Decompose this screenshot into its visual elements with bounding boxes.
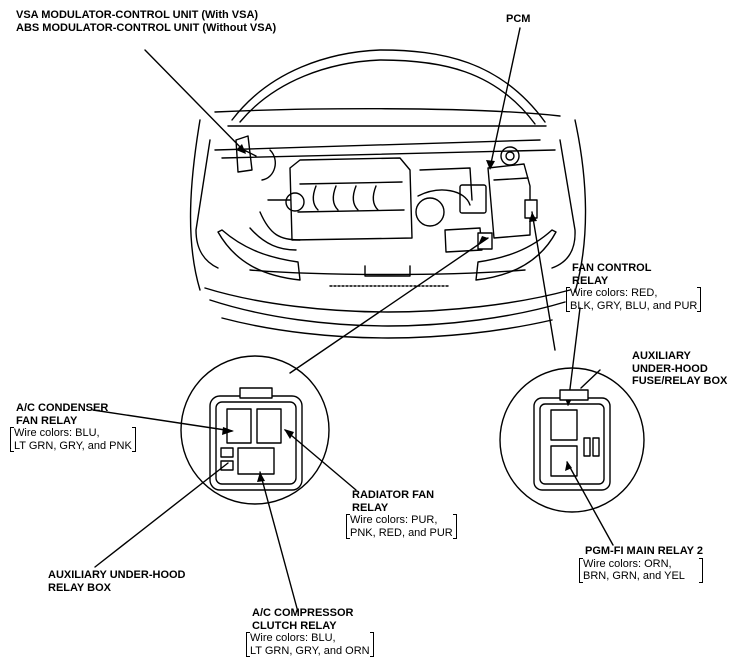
fan-control-title-2: RELAY [572, 274, 609, 287]
ac-compressor-title-1: A/C COMPRESSOR [252, 607, 354, 619]
radiator-fan-wire-1: Wire colors: PUR, [350, 514, 438, 526]
ac-compressor-wire-bracket: Wire colors: BLU, LT GRN, GRY, and ORN [246, 632, 374, 657]
fan-control-relay-label: FAN CONTROL RELAY Wire colors: RED, BLK,… [566, 262, 702, 312]
pgm-fi-main-relay-label: PGM-FI MAIN RELAY 2 Wire colors: ORN, BR… [579, 545, 703, 583]
radiator-fan-title-1: RADIATOR FAN [352, 489, 435, 501]
ac-condenser-relay-label: A/C CONDENSER FAN RELAY Wire colors: BLU… [10, 402, 136, 452]
ac-condenser-wire-bracket: Wire colors: BLU, LT GRN, GRY, and PNK [10, 427, 136, 452]
pgm-fi-wire-bracket: Wire colors: ORN, BRN, GRN, and YEL [579, 557, 703, 583]
aux-fuse-title-2: UNDER-HOOD [632, 362, 708, 375]
fan-control-title-1: FAN CONTROL [572, 262, 652, 274]
pcm-label-text: PCM [506, 13, 531, 25]
ac-condenser-title-2: FAN RELAY [16, 414, 78, 427]
fan-control-wire-1: Wire colors: RED, [570, 287, 658, 299]
fan-control-wire-2: BLK, GRY, BLU, and PUR [570, 299, 698, 312]
radiator-fan-wire-bracket: Wire colors: PUR, PNK, RED, and PUR [346, 514, 457, 539]
ac-compressor-wire-1: Wire colors: BLU, [250, 632, 336, 644]
ac-compressor-relay-label: A/C COMPRESSOR CLUTCH RELAY Wire colors:… [246, 607, 374, 657]
pgm-fi-wire-2: BRN, GRN, and YEL [583, 570, 685, 582]
abs-label-line2: ABS MODULATOR-CONTROL UNIT (Without VSA) [16, 21, 277, 34]
ac-compressor-title-2: CLUTCH RELAY [252, 619, 337, 632]
ac-condenser-wire-2: LT GRN, GRY, and PNK [14, 439, 132, 452]
pgm-fi-wire-1: Wire colors: ORN, [583, 557, 672, 570]
aux-fuse-title-3: FUSE/RELAY BOX [632, 375, 728, 387]
vsa-modulator-label: VSA MODULATOR-CONTROL UNIT (With VSA) AB… [16, 9, 276, 34]
pgm-fi-title: PGM-FI MAIN RELAY 2 [585, 545, 703, 557]
vsa-label-line1: VSA MODULATOR-CONTROL UNIT (With VSA) [16, 9, 259, 21]
aux-fuse-relay-box-detail [499, 367, 645, 513]
radiator-fan-relay-label: RADIATOR FAN RELAY Wire colors: PUR, PNK… [346, 489, 457, 539]
aux-fuse-relay-box-label: AUXILIARY UNDER-HOOD FUSE/RELAY BOX [632, 350, 727, 388]
pcm-label: PCM [506, 13, 530, 26]
aux-fuse-title-1: AUXILIARY [632, 350, 691, 362]
ac-condenser-title-1: A/C CONDENSER [16, 402, 109, 414]
radiator-fan-title-2: RELAY [352, 501, 389, 514]
fan-control-wire-bracket: Wire colors: RED, BLK, GRY, BLU, and PUR [566, 287, 702, 312]
ac-compressor-wire-2: LT GRN, GRY, and ORN [250, 644, 370, 657]
aux-relay-title-2: RELAY BOX [48, 581, 111, 594]
aux-relay-box-detail [180, 355, 330, 505]
radiator-fan-wire-2: PNK, RED, and PUR [350, 526, 453, 539]
aux-relay-title-1: AUXILIARY UNDER-HOOD [48, 569, 186, 581]
ac-condenser-wire-1: Wire colors: BLU, [14, 427, 100, 439]
car-front-illustration [189, 49, 587, 339]
aux-relay-box-label: AUXILIARY UNDER-HOOD RELAY BOX [48, 569, 186, 594]
